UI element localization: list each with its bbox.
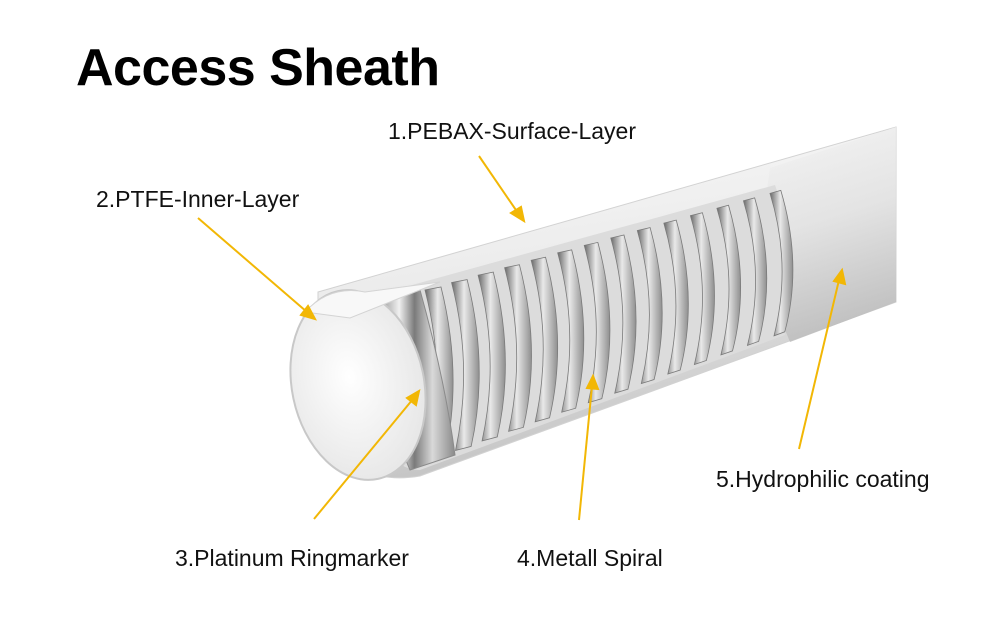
spiral-band: [769, 189, 794, 337]
metal-spiral: [424, 189, 794, 461]
arrowhead-ptfe: [299, 304, 318, 321]
arrow-spiral: [578, 385, 593, 521]
arrow-ptfe: [197, 217, 308, 313]
spiral-band: [716, 204, 742, 356]
arrowhead-spiral: [585, 373, 600, 391]
page-title: Access Sheath: [76, 39, 440, 97]
spiral-band: [663, 219, 689, 375]
spiral-band: [504, 264, 532, 432]
arrow-ringmarker: [313, 398, 414, 520]
spiral-band: [530, 256, 559, 423]
spiral-band: [451, 279, 480, 451]
callout-arrows: [197, 155, 847, 521]
arrowhead-pebax: [509, 205, 526, 224]
hydrophilic-coating-section: [765, 127, 896, 342]
arrowhead-coating: [832, 267, 847, 286]
label-pebax-surface-layer: 1.PEBAX-Surface-Layer: [388, 118, 637, 144]
ptfe-inner-layer-face: [289, 289, 427, 481]
spiral-band: [636, 227, 663, 385]
label-metall-spiral: 4.Metall Spiral: [517, 545, 663, 571]
label-ptfe-inner-layer: 2.PTFE-Inner-Layer: [96, 186, 300, 212]
label-hydrophilic-coating: 5.Hydrophilic coating: [716, 466, 930, 492]
spiral-band: [477, 271, 506, 442]
spiral-band: [742, 197, 768, 346]
spiral-band: [557, 249, 585, 413]
ptfe-inner-layer-rim: [303, 281, 441, 319]
label-platinum-ringmarker: 3.Platinum Ringmarker: [175, 545, 409, 571]
spiral-band: [583, 241, 611, 404]
spiral-band: [610, 234, 637, 394]
arrowhead-ringmarker: [405, 388, 421, 407]
arrow-pebax: [478, 155, 519, 214]
spiral-band: [689, 212, 715, 366]
arrow-coating: [798, 279, 840, 450]
